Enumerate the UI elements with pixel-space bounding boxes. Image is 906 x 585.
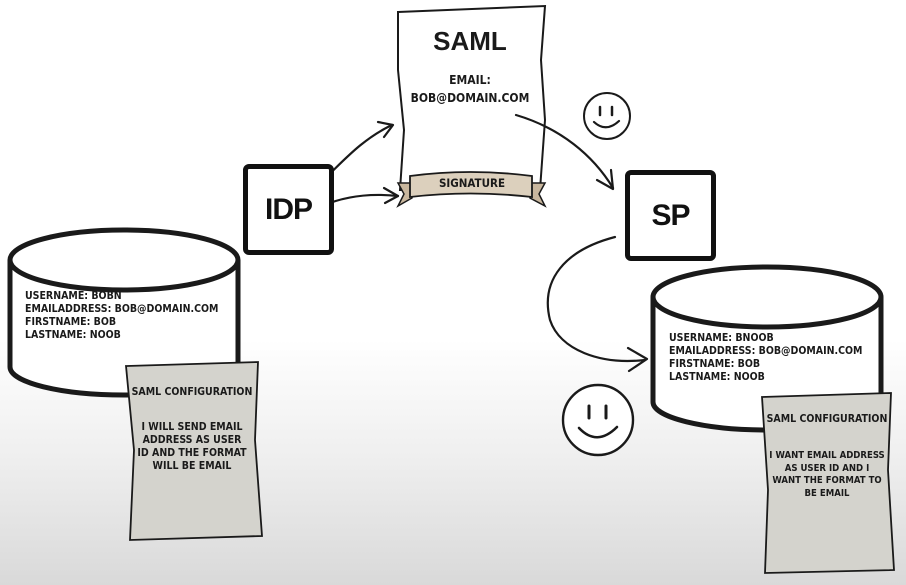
idp-config-note-line: ADDRESS AS USER: [142, 434, 242, 446]
smiley-face-icon: [583, 92, 631, 140]
sp-db-username: USERNAME: BNOOB: [669, 332, 774, 344]
sp-config-note-line: I WANT EMAIL ADDRESS: [769, 450, 885, 461]
idp-label: IDP: [264, 192, 313, 226]
idp-db-lastname: LASTNAME: NOOB: [25, 329, 121, 341]
saml-email-value: BOB@DOMAIN.COM: [410, 91, 530, 105]
arrow-sp-to-database: [546, 235, 647, 362]
sp-config-note-line: AS USER ID AND I: [784, 462, 870, 474]
sp-label: SP: [651, 198, 690, 232]
arrow-saml-to-sp: [514, 113, 615, 190]
sp-db-email: EMAILADDRESS: BOB@DOMAIN.COM: [669, 345, 863, 357]
sp-config-note-body: I WANT EMAIL ADDRESS AS USER ID AND I WA…: [763, 450, 891, 500]
idp-database-records: USERNAME: BOBN EMAILADDRESS: BOB@DOMAIN.…: [25, 290, 218, 342]
idp-config-note-line: I WILL SEND EMAIL: [141, 421, 243, 433]
sp-database-records: USERNAME: BNOOB EMAILADDRESS: BOB@DOMAIN…: [669, 332, 862, 384]
idp-db-username: USERNAME: BOBN: [25, 290, 122, 302]
sp-config-note-paper: [761, 392, 895, 574]
sp-box: SP: [625, 170, 716, 261]
sp-config-note-title: SAML CONFIGURATION: [766, 413, 888, 425]
idp-config-note-body: I WILL SEND EMAIL ADDRESS AS USER ID AND…: [128, 421, 256, 473]
sp-config-note-line: BE EMAIL: [804, 487, 850, 499]
idp-database-cylinder: [7, 227, 241, 398]
sp-config-note-line: WANT THE FORMAT TO: [772, 475, 882, 486]
idp-box: IDP: [243, 164, 334, 255]
smiley-face-icon: [561, 383, 635, 457]
signature-label: SIGNATURE: [438, 176, 506, 190]
idp-config-note-paper: [125, 361, 263, 541]
idp-db-email: EMAILADDRESS: BOB@DOMAIN.COM: [25, 303, 219, 315]
saml-email-label: EMAIL:: [449, 73, 491, 87]
idp-config-note-line: ID AND THE FORMAT: [137, 447, 247, 459]
saml-document-title: SAML: [433, 26, 507, 56]
sp-db-lastname: LASTNAME: NOOB: [669, 371, 765, 383]
idp-db-firstname: FIRSTNAME: BOB: [25, 316, 117, 328]
signature-ribbon: [396, 171, 547, 208]
idp-config-note-title: SAML CONFIGURATION: [131, 386, 253, 398]
idp-config-note-line: WILL BE EMAIL: [152, 460, 232, 472]
sp-db-firstname: FIRSTNAME: BOB: [669, 358, 761, 370]
